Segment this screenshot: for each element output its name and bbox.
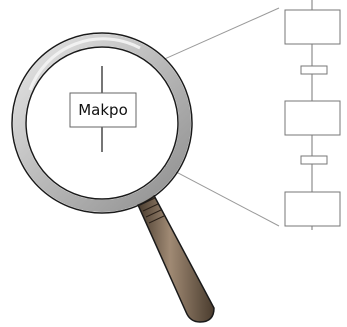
magnifier-handle <box>133 187 215 323</box>
expanded-transition-1 <box>300 65 328 75</box>
expanded-step-box-2 <box>284 100 341 136</box>
expanded-step-box-1 <box>284 9 341 45</box>
magnifying-glass-icon: Makpo <box>11 32 193 214</box>
magnified-step-box <box>69 92 137 128</box>
expanded-step-box-3 <box>284 191 341 227</box>
expanded-transition-2 <box>300 155 328 165</box>
expanded-sequence-chart <box>284 0 341 230</box>
magnified-step-label: Makpo <box>78 101 128 119</box>
